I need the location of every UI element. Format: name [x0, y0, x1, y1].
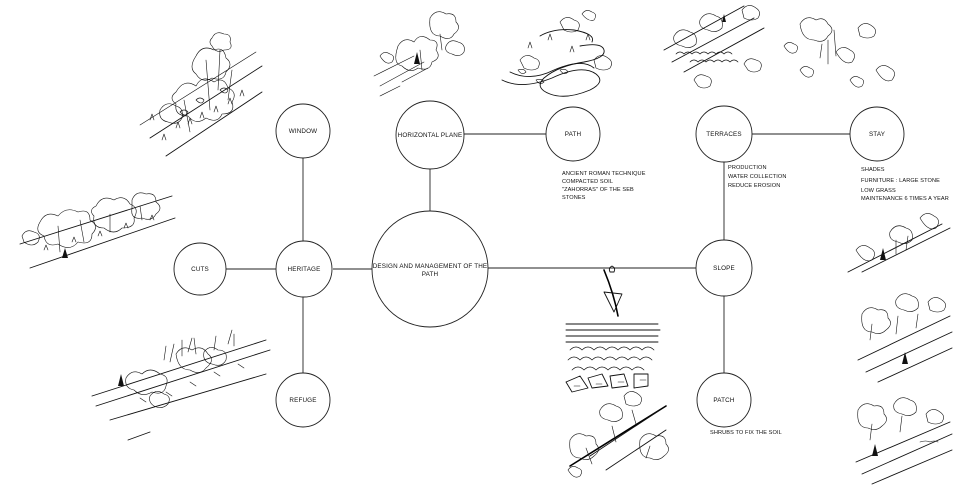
path-notes: ANCIENT ROMAN TECHNIQUE COMPACTED SOIL "… [562, 171, 646, 201]
path-note-3: "ZAHORRAS" OF THE SEB [562, 187, 634, 193]
node-refuge: REFUGE [275, 372, 331, 428]
stay-label: STAY [869, 131, 886, 138]
path-label: PATH [565, 131, 582, 138]
terraces-label: TERRACES [706, 131, 742, 138]
central-label: DESIGN AND MANAGEMENT OF THE [373, 263, 488, 270]
node-window: WINDOW [275, 103, 331, 159]
stay-note-2: FURNITURE : LARGE STONE [861, 178, 940, 184]
node-patch: PATCH [696, 372, 752, 428]
sketch-terraces-aerial [663, 5, 765, 89]
sketch-forest-top-left [139, 32, 263, 157]
sketch-refuge-grass [91, 329, 271, 441]
sketch-soil-section [565, 265, 661, 393]
node-slope: SLOPE [695, 239, 753, 297]
node-horizontal-plane: HORIZONTAL PLANE [395, 100, 465, 170]
sketch-right-slope-3 [855, 397, 953, 485]
path-note-1: ANCIENT ROMAN TECHNIQUE [562, 171, 646, 177]
path-note-4: STONES [562, 195, 586, 201]
sketch-forest-left [19, 192, 176, 269]
sketch-patch-shrubs [567, 391, 669, 478]
sketch-right-slope-1 [847, 213, 951, 273]
sketch-stay-trees [783, 17, 895, 88]
patch-notes: SHRUBS TO FIX THE SOIL [710, 430, 782, 436]
terraces-notes: PRODUCTION WATER COLLECTION REDUCE EROSI… [728, 165, 786, 189]
terraces-note-3: REDUCE EROSION [728, 183, 780, 189]
node-stay: STAY [849, 106, 905, 162]
patch-note-1: SHRUBS TO FIX THE SOIL [710, 430, 782, 436]
connector-lines [226, 133, 850, 374]
patch-label: PATCH [713, 397, 734, 404]
node-cuts: CUTS [173, 242, 227, 296]
window-label: WINDOW [289, 128, 318, 135]
sketch-winding-path [501, 10, 612, 97]
terraces-note-1: PRODUCTION [728, 165, 767, 171]
cuts-label: CUTS [191, 266, 209, 273]
sketch-path-trees [373, 11, 465, 97]
heritage-label: HERITAGE [288, 266, 321, 273]
stay-note-1: SHADES [861, 167, 885, 173]
stay-note-3: LOW GRASS [861, 188, 896, 194]
path-note-2: COMPACTED SOIL [562, 179, 613, 185]
node-heritage: HERITAGE [275, 240, 333, 298]
central-label-line-2: PATH [422, 271, 439, 278]
stay-note-4: MAINTENANCE 6 TIMES A YEAR [861, 196, 949, 202]
node-path: PATH [545, 106, 601, 162]
node-terraces: TERRACES [695, 105, 753, 163]
sketch-right-slope-2 [857, 293, 953, 383]
refuge-label: REFUGE [289, 397, 316, 404]
slope-label: SLOPE [713, 265, 735, 272]
horizontal-plane-label: HORIZONTAL PLANE [398, 132, 463, 139]
stay-notes: SHADES FURNITURE : LARGE STONE LOW GRASS… [861, 167, 949, 202]
terraces-note-2: WATER COLLECTION [728, 174, 786, 180]
